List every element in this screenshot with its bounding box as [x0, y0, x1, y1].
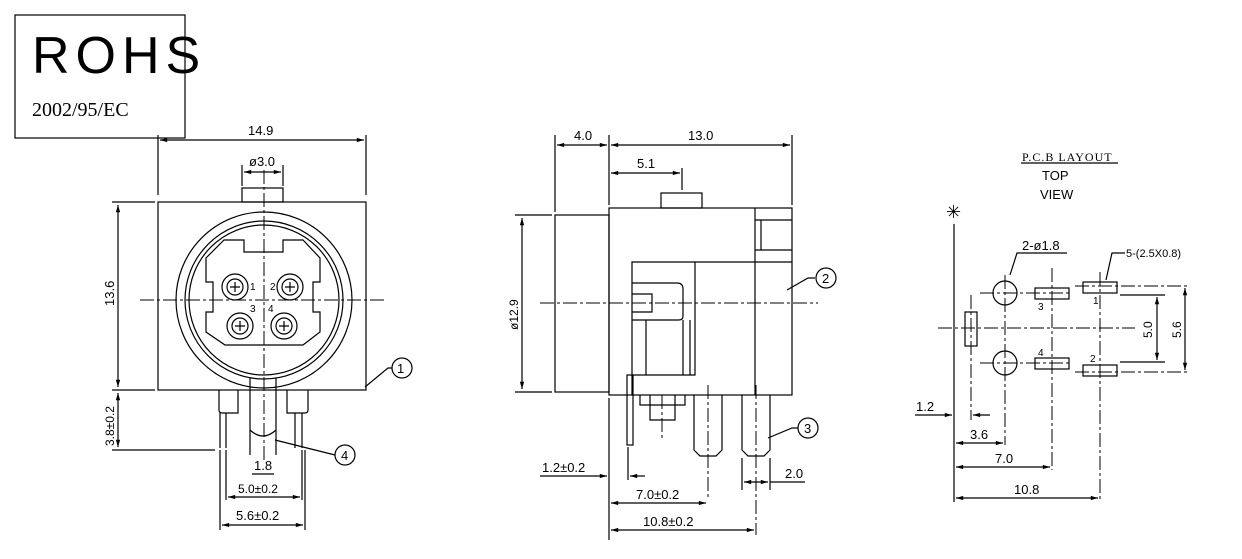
balloon-2: 2	[822, 271, 829, 286]
dim-3-6: 3.6	[970, 427, 988, 442]
pin-label-3: 3	[250, 304, 256, 315]
contact-pins	[221, 273, 304, 340]
front-view: 1 2 3 4 14.9 ø3.0 13.6 3.8±0.2 1.8 5.0±0…	[102, 123, 413, 530]
balloon-4: 4	[341, 448, 348, 463]
dim-7-0: 7.0	[995, 451, 1013, 466]
dim-pin-width: 2.0	[785, 466, 803, 481]
datum-mark: ✳	[946, 202, 961, 222]
dim-diameter: ø12.9	[507, 299, 521, 330]
balloon-1: 1	[397, 361, 404, 376]
dim-lead-length: 3.8±0.2	[103, 406, 117, 446]
pad-label-3: 3	[1038, 302, 1044, 313]
rohs-title: ROHS	[32, 27, 206, 85]
dim-1-2: 1.2	[916, 399, 934, 414]
dim-10-8: 10.8	[1014, 482, 1039, 497]
dim-pin-span-inner: 5.0±0.2	[238, 482, 278, 496]
dim-pad-pitch-inner: 5.0	[1141, 321, 1155, 338]
pin-label-4: 4	[268, 304, 274, 315]
side-view: 4.0 13.0 5.1 ø12.9 1.2±0.2 7.0±0.2 10.8±…	[507, 128, 837, 540]
dim-tab-diameter: ø3.0	[249, 154, 275, 169]
dim-front-length: 4.0	[574, 128, 592, 143]
dim-height: 13.6	[102, 281, 117, 306]
dim-tab-offset: 5.1	[637, 156, 655, 171]
pad-label-2: 2	[1090, 354, 1096, 365]
rohs-stamp: ROHS 2002/95/EC	[14, 14, 206, 139]
dim-offset: 1.2±0.2	[542, 460, 585, 475]
dim-post-width: 1.8	[254, 458, 272, 473]
pin-label-2: 2	[270, 282, 276, 293]
dim-pin-span-outer: 5.6±0.2	[236, 508, 279, 523]
pcb-subtitle-view: VIEW	[1040, 187, 1074, 202]
pad-note: 5-(2.5X0.8)	[1126, 248, 1181, 260]
dim-pin-position-2: 10.8±0.2	[643, 514, 694, 529]
hole-note: 2-ø1.8	[1022, 238, 1060, 253]
rohs-directive: 2002/95/EC	[32, 99, 129, 121]
dim-body-length: 13.0	[688, 128, 713, 143]
pad-label-4: 4	[1038, 348, 1044, 359]
pcb-title: P.C.B LAYOUT	[1022, 150, 1113, 164]
pad-label-1: 1	[1093, 296, 1099, 307]
dim-pin-position-1: 7.0±0.2	[636, 487, 679, 502]
balloon-3: 3	[804, 421, 811, 436]
dim-width: 14.9	[248, 123, 273, 138]
pin-label-1: 1	[250, 282, 256, 293]
pcb-layout: P.C.B LAYOUT TOP VIEW ✳ 1 2 3 4 2-ø1.8 5…	[915, 150, 1190, 502]
dim-pad-pitch-outer: 5.6	[1170, 321, 1184, 338]
pcb-subtitle-top: TOP	[1042, 168, 1069, 183]
